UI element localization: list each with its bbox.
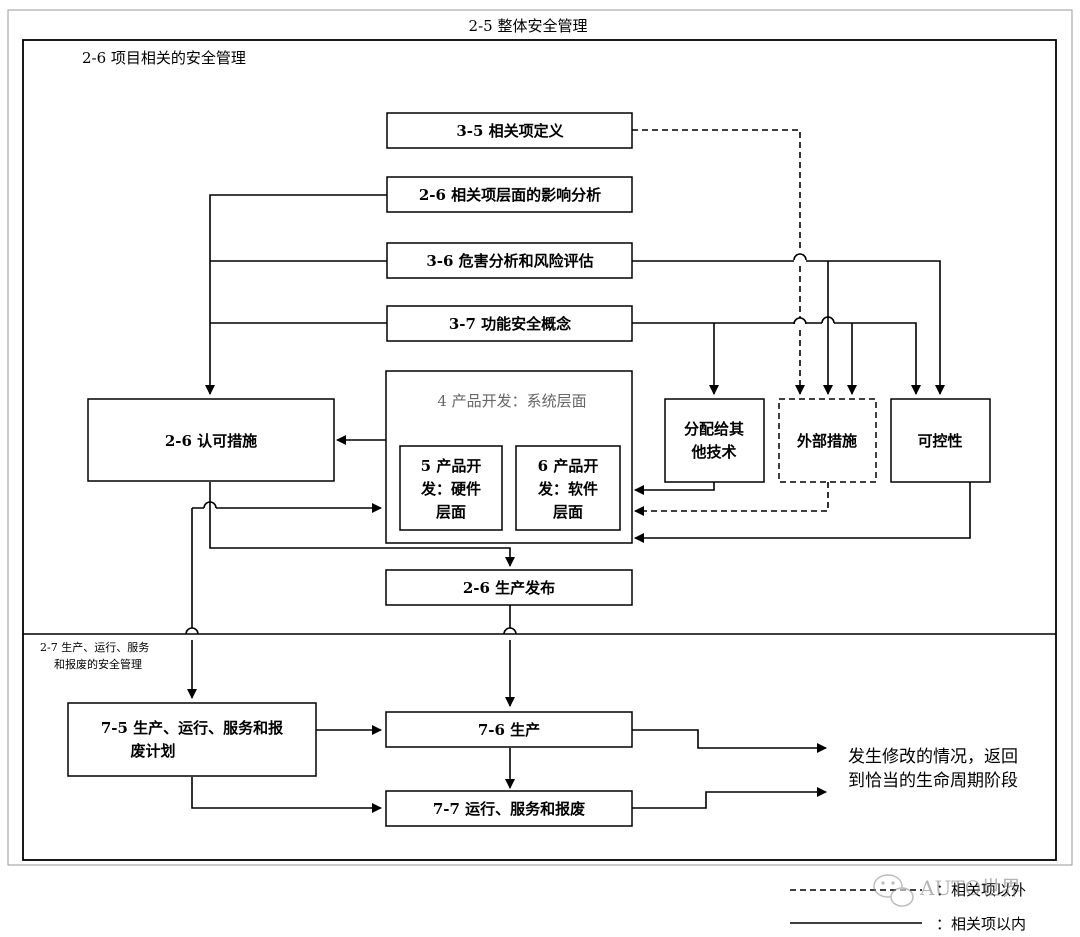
item-definition-label: 3-5 相关项定义 bbox=[456, 122, 563, 140]
controllability-box bbox=[890, 398, 991, 483]
planning-to-operation bbox=[191, 777, 382, 813]
product-dev-hw-line3: 层面 bbox=[436, 503, 466, 521]
production-release-label: 2-6 生产发布 bbox=[463, 579, 555, 597]
overall-frame-title: 2-5 整体安全管理 bbox=[469, 17, 588, 35]
external-measures-box bbox=[778, 398, 877, 483]
production-frame-title-line2: 和报废的安全管理 bbox=[54, 657, 142, 671]
controllability-to-system bbox=[634, 482, 971, 543]
overall-frame bbox=[7, 9, 1073, 866]
project-frame-title: 2-6 项目相关的安全管理 bbox=[82, 49, 246, 67]
product-dev-hw-line2: 发：硬件 bbox=[420, 480, 481, 498]
legend-outside-label: ：相关项以外 bbox=[936, 881, 1026, 899]
impact-analysis-label: 2-6 相关项层面的影响分析 bbox=[419, 186, 601, 204]
other-technologies-line2: 他技术 bbox=[690, 443, 736, 461]
product-dev-sw-line1: 6 产品开 bbox=[538, 457, 599, 475]
legend-inside-label: ：相关项以内 bbox=[936, 915, 1026, 933]
item-definition-to-external bbox=[632, 129, 800, 394]
fsc-to-right bbox=[632, 322, 916, 394]
impact-analysis-box bbox=[386, 176, 633, 213]
production-box bbox=[385, 711, 633, 748]
operation-label: 7-7 运行、服务和报废 bbox=[433, 800, 585, 818]
other-technologies-box bbox=[664, 398, 765, 483]
product-dev-hw-line1: 5 产品开 bbox=[421, 457, 482, 475]
product-dev-sw-line2: 发：软件 bbox=[537, 480, 598, 498]
confirmation-box bbox=[87, 398, 335, 482]
watermark-text: AUTO世界 bbox=[919, 876, 1021, 900]
hara-box bbox=[386, 242, 633, 279]
impact-to-confirmation bbox=[205, 194, 387, 395]
item-definition-box bbox=[386, 112, 633, 149]
production-release-box bbox=[385, 569, 633, 606]
other-technologies-line1: 分配给其 bbox=[684, 420, 744, 438]
product-dev-sw-line3: 层面 bbox=[553, 503, 583, 521]
fsc-box bbox=[386, 305, 633, 342]
hara-label: 3-6 危害分析和风险评估 bbox=[426, 252, 593, 270]
fsc-label: 3-7 功能安全概念 bbox=[449, 315, 571, 333]
production-planning-line2: 废计划 bbox=[130, 742, 175, 760]
modification-note-line2: 到恰当的生命周期阶段 bbox=[848, 771, 1018, 791]
project-frame bbox=[22, 39, 1057, 861]
wechat-icon bbox=[873, 874, 914, 907]
external-to-system bbox=[634, 482, 829, 516]
product-dev-hw-box bbox=[399, 445, 503, 531]
production-label: 7-6 生产 bbox=[478, 721, 540, 739]
other-tech-to-system bbox=[634, 482, 715, 495]
modification-note-line1: 发生修改的情况，返回 bbox=[848, 747, 1018, 767]
watermark: AUTO世界 bbox=[873, 874, 1021, 907]
external-measures-label: 外部措施 bbox=[796, 432, 857, 450]
production-frame-title-line1: 2-7 生产、运行、服务 bbox=[40, 640, 149, 654]
production-planning-box bbox=[67, 702, 317, 777]
production-planning-line1: 7-5 生产、运行、服务和报 bbox=[101, 719, 283, 737]
product-dev-sw-box bbox=[515, 445, 621, 531]
controllability-label: 可控性 bbox=[917, 432, 962, 450]
connectors bbox=[186, 129, 971, 813]
operation-modification bbox=[632, 787, 827, 809]
confirmation-to-release bbox=[209, 482, 515, 567]
production-modification bbox=[632, 729, 827, 753]
operation-box bbox=[385, 790, 633, 827]
hara-to-right bbox=[632, 260, 940, 394]
product-dev-system-label: 4 产品开发：系统层面 bbox=[437, 392, 586, 410]
confirmation-label: 2-6 认可措施 bbox=[165, 432, 257, 450]
